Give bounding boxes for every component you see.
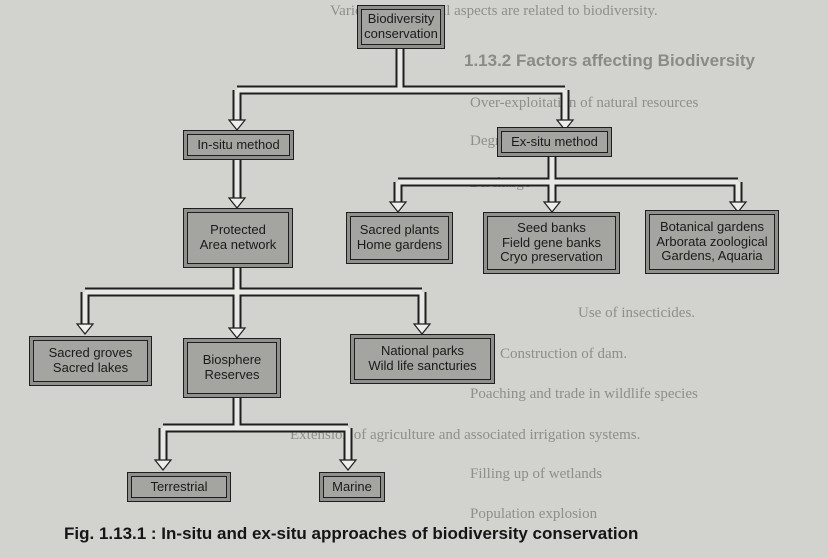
node-label: Wild life sancturies [368, 358, 477, 373]
figure-caption: Fig. 1.13.1 : In-situ and ex-situ approa… [64, 524, 639, 543]
node-label: National parks [380, 343, 465, 359]
node-label: Reserves [204, 367, 260, 382]
node-label: Biodiversity [367, 11, 435, 27]
node-in-situ-method: In-situ method [183, 130, 294, 160]
bg-line-poaching: Poaching and trade in wildlife species [470, 386, 698, 402]
node-label: Seed banks [517, 219, 586, 235]
node-label: Home gardens [356, 237, 443, 252]
node-label: Field gene banks [501, 234, 601, 250]
node-label: Marine [332, 478, 372, 494]
bg-line-overexploitation: Over-exploitation of natural resources [470, 95, 699, 111]
bg-line-wetlands: Filling up of wetlands [470, 466, 603, 482]
node-biosphere-reserves: Biosphere Reserves [183, 338, 281, 398]
node-protected-area-network: Protected Area network [183, 208, 293, 268]
node-label: Sacred plants [359, 222, 440, 238]
node-label: Area network [199, 237, 277, 252]
node-botanical-gardens: Botanical gardens Arborata zoological Ga… [645, 210, 779, 274]
node-ex-situ-method: Ex-situ method [497, 127, 612, 157]
node-label: Arborata zoological [656, 233, 768, 249]
bg-line-dam: Construction of dam. [500, 346, 628, 362]
bg-line-insecticides: Use of insecticides. [578, 305, 696, 321]
node-label: Gardens, Aquaria [661, 248, 763, 264]
node-sacred-groves: Sacred groves Sacred lakes [29, 336, 152, 386]
node-label: Ex-situ method [511, 133, 598, 149]
bg-heading-factors: 1.13.2 Factors affecting Biodiversity [464, 51, 755, 70]
node-label: Sacred groves [48, 345, 133, 361]
node-label: conservation [364, 26, 438, 41]
node-seed-banks: Seed banks Field gene banks Cryo preserv… [483, 212, 620, 274]
node-label: Sacred lakes [52, 360, 129, 375]
node-terrestrial: Terrestrial [127, 472, 231, 502]
node-biodiversity-conservation: Biodiversity conservation [357, 5, 445, 49]
node-sacred-plants: Sacred plants Home gardens [346, 212, 453, 264]
bg-line-agriculture: Extension of agriculture and associated … [290, 427, 641, 443]
node-label: Biosphere [202, 352, 262, 368]
bg-line-population: Population explosion [470, 506, 598, 522]
node-label: Botanical gardens [659, 218, 765, 234]
node-label: In-situ method [197, 136, 280, 152]
node-label: Protected [210, 222, 266, 238]
node-national-parks: National parks Wild life sancturies [350, 334, 495, 384]
node-label: Terrestrial [150, 478, 208, 494]
node-marine: Marine [319, 472, 385, 502]
node-label: Cryo preservation [500, 249, 603, 265]
